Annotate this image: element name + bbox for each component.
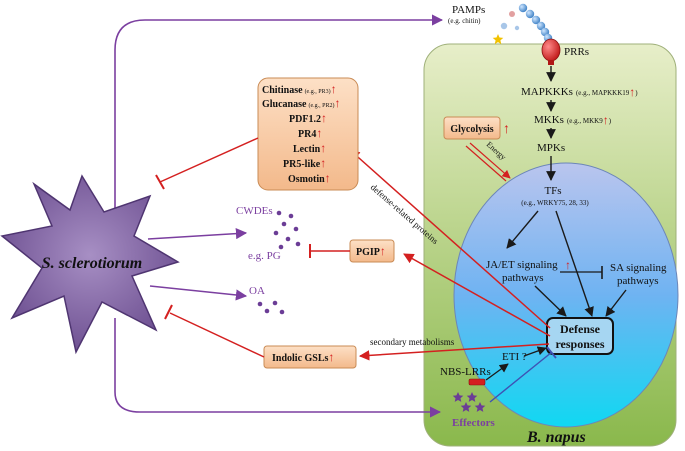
mpks-label: MPKs: [537, 142, 565, 154]
pathogen-label: S. sclerotiorum: [42, 255, 142, 272]
gsls-inhibit-pathogen: [164, 304, 265, 358]
pgip-inhibit-pg: [309, 244, 350, 258]
nbs-to-eti-arrow: [485, 363, 509, 381]
chitin-chain: [518, 3, 555, 49]
defense-responses-box: [546, 317, 614, 355]
prs-inhibit-pathogen: [155, 137, 259, 190]
secondary-metabolisms-annotation: secondary metabolisms: [370, 337, 455, 347]
gsls-label: Indolic GSLs↑: [272, 350, 334, 364]
pathogen-to-cwdes-arrow: [147, 228, 248, 240]
pr-item-pdf12: PDF1.2↑: [289, 111, 327, 125]
prr-stem: [548, 60, 554, 65]
pamps-label: PAMPs: [452, 4, 485, 16]
pr-proteins-list: Chitinase(e.g., PR3)↑ Glucanase(e.g., PR…: [262, 82, 340, 185]
pamps-molecules: [492, 11, 520, 45]
tfs-example: (e.g., WRKY75, 28, 33): [521, 199, 589, 207]
sa-label-line2: pathways: [617, 275, 659, 287]
eti-to-defense-arrow: [523, 346, 547, 357]
effectors-inhibit-defense: [489, 346, 557, 403]
ja-et-up-arrow: ↑: [565, 258, 571, 272]
defense-label-line2: responses: [555, 337, 604, 351]
glycolysis-up-arrow: ↑: [503, 122, 510, 137]
pamps-example: (e.g. chitin): [448, 17, 481, 25]
pgip-label: PGIP↑: [356, 244, 386, 258]
defense-to-pgip-arrow: [403, 253, 551, 337]
prrs-label: PRRs: [564, 46, 589, 58]
pg-label: e.g. PG: [248, 250, 281, 262]
pathogen-to-pamps-arrow: [114, 14, 444, 214]
pathogen-to-effectors-arrow: [114, 318, 442, 418]
ja-et-label-line2: pathways: [502, 272, 544, 284]
sa-label-line1: SA signaling: [610, 262, 667, 274]
cwdes-label: CWDEs: [236, 205, 273, 217]
eti-label: ETI ?: [502, 351, 527, 363]
energy-arrow: [469, 142, 511, 179]
tf-to-defense-arrow: [555, 210, 594, 317]
pr-proteins-box: [257, 77, 359, 191]
effector-stars: [452, 392, 486, 412]
glycolysis-box: [443, 116, 501, 140]
prr-receptor: [541, 38, 561, 62]
pathogen-star: [0, 174, 180, 355]
tfs-label: TFs: [544, 185, 561, 197]
energy-arrow-line2: [465, 145, 507, 182]
ja-to-defense-arrow: [534, 285, 567, 317]
defense-to-gsls-arrow: [358, 343, 550, 361]
nbs-lrr-receptor: [468, 378, 486, 386]
glycolysis-label: Glycolysis: [450, 124, 493, 135]
pr-item-lectin: Lectin↑: [293, 141, 326, 155]
pr-item-glucanase: Glucanase(e.g., PR2)↑: [262, 96, 340, 110]
defense-label-line1: Defense: [560, 322, 601, 336]
effectors-label: Effectors: [452, 417, 495, 429]
pr-item-chitinase: Chitinase(e.g., PR3)↑: [262, 82, 337, 96]
ja-et-label-line1: JA/ET signaling: [486, 259, 558, 271]
pr-item-osmotin: Osmotin↑: [288, 171, 331, 185]
cwdes-dots: [273, 210, 301, 250]
mkks-label: MKKs(e.g., MKK9↑): [534, 113, 612, 127]
oa-label: OA: [249, 285, 265, 297]
pr-item-pr4: PR4↑: [298, 126, 322, 140]
pathogen-to-oa-arrow: [149, 285, 248, 301]
defense-to-prs-arrow: [349, 149, 551, 329]
tf-to-ja-arrow: [506, 210, 539, 249]
nucleus: [453, 162, 679, 428]
ja-sa-inhibition: [560, 266, 603, 279]
sa-to-defense-arrow: [605, 289, 627, 317]
pr-item-pr5-like: PR5-like↑: [283, 156, 326, 170]
oa-dots: [257, 300, 285, 315]
host-label: B. napus: [526, 429, 586, 446]
mapkkks-label: MAPKKKs(e.g., MAPKKK19↑): [521, 85, 638, 99]
nbs-lrrs-label: NBS-LRRs: [440, 366, 491, 378]
